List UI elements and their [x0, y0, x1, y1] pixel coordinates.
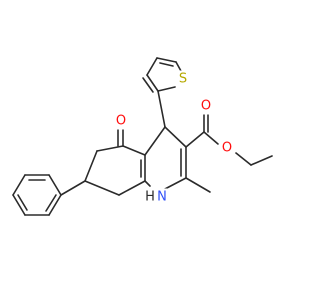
structure-diagram: O S O O H N — [12, 57, 273, 216]
atom-symbol: O — [116, 114, 126, 129]
atom-label-keto-oxygen: O — [114, 112, 128, 130]
atom-label-background — [220, 139, 234, 157]
atom-label-sulfur: S — [177, 70, 189, 88]
atom-symbol: O — [201, 99, 211, 114]
phenyl-ring — [12, 174, 62, 216]
atom-label-background — [177, 70, 189, 88]
atom-symbol: N — [157, 190, 167, 205]
molecule-canvas: O S O O H N — [12, 57, 273, 216]
atom-label-background — [199, 97, 213, 115]
ethyl-ester-group — [185, 112, 273, 166]
cyclohexenone-ring — [84, 127, 146, 196]
atom-symbol: O — [222, 141, 232, 156]
thiophene-ring — [142, 57, 182, 128]
atom-label-background — [114, 112, 128, 130]
bond-phenyl-c7 — [60, 180, 86, 196]
dihydropyridine-ring — [140, 126, 187, 191]
atom-symbol: H — [145, 190, 155, 205]
atom-label-nitrogen-h: H N — [144, 188, 168, 206]
atom-label-carbonyl-oxygen: O — [199, 97, 213, 115]
atom-label-background — [156, 188, 168, 206]
atom-symbol: S — [179, 72, 187, 87]
atom-label-background — [144, 188, 156, 206]
atom-label-ester-oxygen: O — [220, 139, 234, 157]
bond-methyl — [185, 177, 211, 193]
